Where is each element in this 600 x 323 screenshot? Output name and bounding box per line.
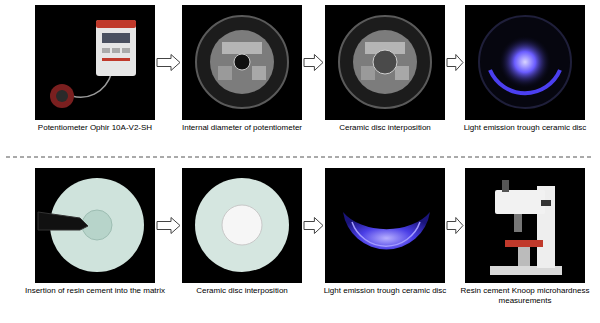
process-step: Resin cement Knoop microhardness measure… xyxy=(465,168,585,306)
photo-frame xyxy=(182,5,302,120)
flow-arrow xyxy=(447,55,463,71)
photo-frame xyxy=(325,5,445,120)
potentiometer-photo xyxy=(35,5,155,120)
ceramic-disc-photo xyxy=(325,5,445,120)
process-step: Light emission trough ceramic disc xyxy=(465,5,585,133)
process-step: Light emission trough ceramic disc xyxy=(325,168,445,296)
step-caption: Potentiometer Ophir 10A-V2-SH xyxy=(23,123,167,133)
photo-frame xyxy=(182,168,302,283)
photo-frame xyxy=(325,168,445,283)
light-emission-photo xyxy=(465,5,585,120)
step-caption: Internal diameter of potentiometer xyxy=(170,123,314,133)
step-caption: Light emission trough ceramic disc xyxy=(453,123,597,133)
process-step: Potentiometer Ophir 10A-V2-SH xyxy=(35,5,155,133)
process-step: Ceramic disc interposition xyxy=(182,168,302,296)
flow-arrow xyxy=(304,55,323,71)
step-caption: Resin cement Knoop microhardness measure… xyxy=(453,286,597,306)
sensor-head-photo xyxy=(182,5,302,120)
light-crescent-photo xyxy=(325,168,445,283)
photo-frame xyxy=(465,5,585,120)
flow-arrow xyxy=(447,218,463,234)
microhardness-tester-photo xyxy=(465,168,585,283)
step-caption: Light emission trough ceramic disc xyxy=(313,286,457,296)
resin-insertion-photo xyxy=(35,168,155,283)
step-caption: Insertion of resin cement into the matri… xyxy=(23,286,167,296)
flow-arrow xyxy=(304,218,323,234)
flow-arrow xyxy=(157,218,180,234)
process-step: Ceramic disc interposition xyxy=(325,5,445,133)
process-step: Insertion of resin cement into the matri… xyxy=(35,168,155,296)
separator-line xyxy=(6,157,594,158)
process-step: Internal diameter of potentiometer xyxy=(182,5,302,133)
step-caption: Ceramic disc interposition xyxy=(313,123,457,133)
photo-frame xyxy=(465,168,585,283)
step-caption: Ceramic disc interposition xyxy=(170,286,314,296)
disc-on-matrix-photo xyxy=(182,168,302,283)
photo-frame xyxy=(35,168,155,283)
photo-frame xyxy=(35,5,155,120)
flow-arrow xyxy=(157,55,180,71)
